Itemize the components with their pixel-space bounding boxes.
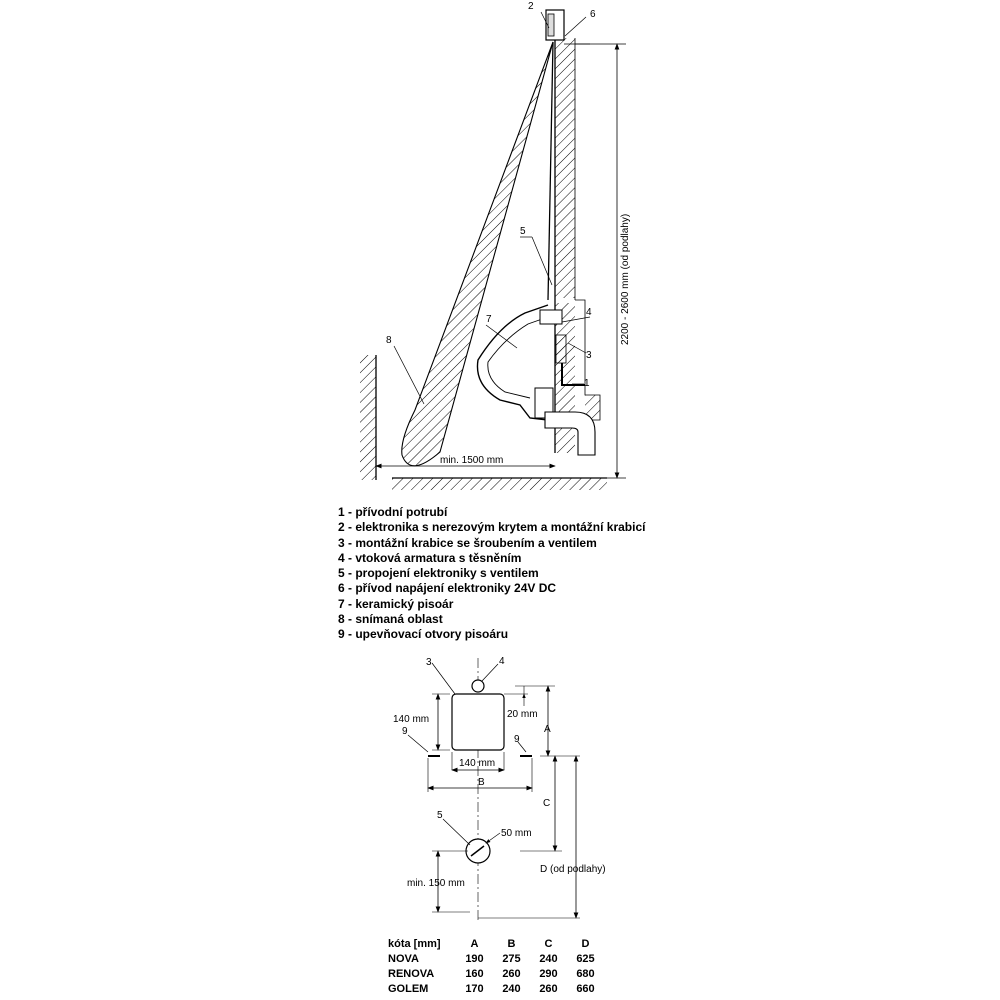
legend-item: 4 - vtoková armatura s těsněním [338,550,522,565]
dimension-table: kóta [mm] A B C D NOVA 190 275 240 625 R… [388,936,604,996]
table-cell: GOLEM [388,982,429,995]
table-row: RENOVA 160 260 290 680 [388,966,604,981]
table-cell: 160 [465,967,484,980]
table-cell: 625 [576,952,595,965]
table-cell: 260 [539,982,558,995]
sensing-area [401,41,554,467]
front-callout-4: 4 [499,656,505,667]
callout-8: 8 [386,335,392,346]
table-cell: 660 [576,982,595,995]
offset-label: 20 mm [507,709,538,720]
box-height-label: 140 mm [393,714,429,725]
mounting-box [451,693,505,751]
valve-assembly [539,309,563,325]
header-cell: B [507,937,516,950]
min-below-label: min. 150 mm [407,878,465,889]
box-width-label: 140 mm [459,758,495,769]
callout-3: 3 [586,350,592,361]
back-wall-lower [555,303,575,453]
table-header-row: kóta [mm] A B C D [388,936,604,951]
front-view: A 20 mm 140 mm 140 mm B C D (od podlahy)… [393,656,606,920]
urinal [476,304,549,421]
header-cell: C [544,937,553,950]
inlet-circle [471,679,485,693]
legend-item: 6 - přívod napájení elektroniky 24V DC [338,581,557,596]
legend-list: 1 - přívodní potrubí 2 - elektronika s n… [338,505,645,643]
side-view: 2200 - 2600 mm (od podlahy) min. 1500 mm… [360,1,631,490]
legend-item: 8 - snímaná oblast [338,612,443,627]
table-cell: 170 [465,982,484,995]
legend-item: 2 - elektronika s nerezovým krytem a mon… [338,520,646,535]
floor [392,478,607,490]
dim-letter-C: C [543,798,550,809]
front-callout-9-right: 9 [514,734,520,745]
front-callout-5: 5 [437,810,443,821]
table-cell: 260 [502,967,521,980]
header-cell: kóta [mm] [388,937,441,950]
table-row: GOLEM 170 240 260 660 [388,981,604,996]
table-cell: 290 [539,967,558,980]
legend-item: 9 - upevňovací otvory pisoáru [338,627,509,642]
legend-item: 7 - keramický pisoár [338,596,454,611]
callout-4: 4 [586,307,592,318]
table-cell: RENOVA [388,967,435,980]
pipe-diameter-label: 50 mm [501,828,532,839]
table-cell: 240 [539,952,558,965]
legend-item: 5 - propojení elektroniky s ventilem [338,566,539,581]
callout-6: 6 [590,9,596,20]
header-cell: A [470,937,479,950]
drain-pipe [544,411,596,456]
table-cell: 240 [502,982,521,995]
table-row: NOVA 190 275 240 625 [388,951,604,966]
callout-1: 1 [584,378,590,389]
distance-dimension-label: min. 1500 mm [440,455,503,466]
dim-letter-B: B [478,777,485,788]
callout-5: 5 [520,226,526,237]
legend-item: 1 - přívodní potrubí [338,505,448,519]
table-cell: 275 [502,952,521,965]
front-callout-9-left: 9 [402,726,408,737]
callout-2: 2 [528,1,534,12]
dim-letter-D: D (od podlahy) [540,864,606,875]
back-wall [555,38,575,298]
table-cell: NOVA [388,952,419,965]
table-cell: 680 [576,967,595,980]
table-cell: 190 [465,952,484,965]
front-callout-3: 3 [426,657,432,668]
legend-item: 3 - montážní krabice se šroubením a vent… [338,535,597,550]
height-dimension-label: 2200 - 2600 mm (od podlahy) [620,214,631,345]
callout-7: 7 [486,314,492,325]
dim-letter-A: A [544,724,551,735]
left-wall [360,355,376,480]
header-cell: D [581,937,590,950]
